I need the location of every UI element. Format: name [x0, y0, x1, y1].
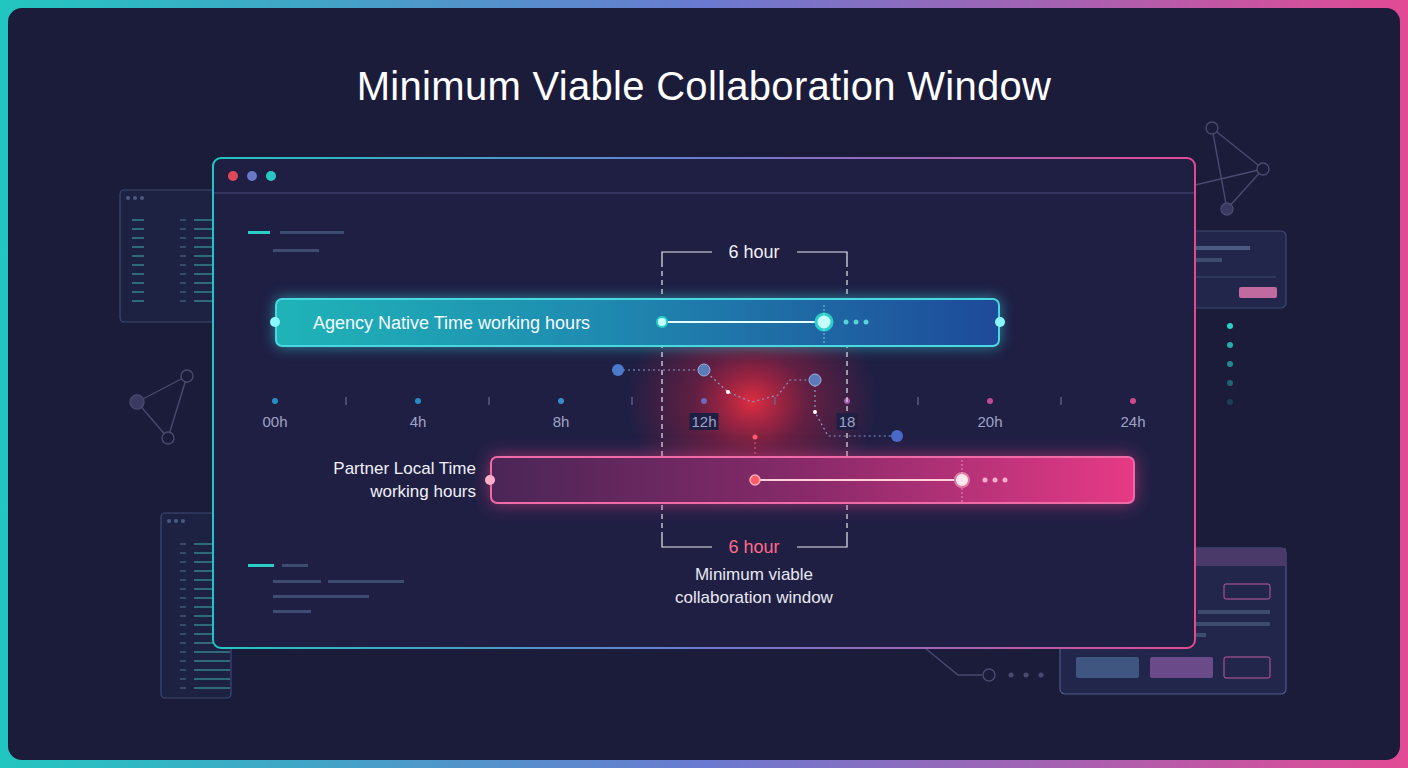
diagram-title: Minimum Viable Collaboration Window	[357, 64, 1052, 109]
axis-tick-label: 24h	[1118, 413, 1147, 430]
timeline-bar: Agency Native Time working hours	[275, 298, 1000, 347]
timeline-bar: Partner Local Time working hours	[490, 456, 1135, 504]
axis-tick-label: 4h	[408, 413, 429, 430]
axis-tick-label: 00h	[260, 413, 289, 430]
bar-label: Agency Native Time working hours	[313, 312, 590, 333]
dimension-label: 6 hour	[728, 242, 779, 263]
axis-tick-label: 18	[837, 413, 858, 430]
axis-tick-label: 8h	[551, 413, 572, 430]
caption-note: Minimum viable collaboration window	[659, 563, 849, 609]
bar-label: Partner Local Time working hours	[301, 457, 476, 503]
dimension-label: 6 hour	[728, 537, 779, 558]
axis-tick-label: 12h	[689, 413, 718, 430]
axis-tick-label: 20h	[975, 413, 1004, 430]
